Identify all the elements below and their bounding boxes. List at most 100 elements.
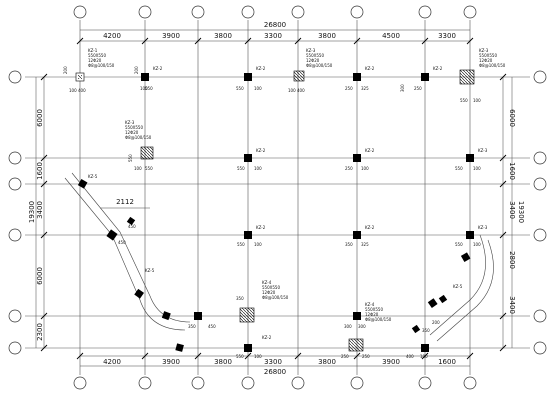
grid-bubble-top <box>191 5 205 19</box>
span-dim-bottom: 4200 <box>103 358 121 366</box>
column-label: KZ-2 <box>153 66 163 71</box>
grid-bubble-right <box>533 70 547 84</box>
grid-bubble-bottom <box>191 376 205 390</box>
column-kz-4 <box>348 338 364 352</box>
svg-text:550: 550 <box>237 242 245 247</box>
span-dim-top: 4200 <box>103 32 121 40</box>
grid-bubble-left <box>8 228 22 242</box>
column-label: KZ-3 <box>125 120 135 125</box>
detail-section: 550X550 <box>262 285 280 290</box>
span-dim-top: 3900 <box>162 32 180 40</box>
svg-text:550: 550 <box>237 166 245 171</box>
total-dim-right: 19300 <box>517 201 525 223</box>
column-kz-2 <box>353 312 361 320</box>
column-label: KZ-5 <box>145 268 155 273</box>
svg-text:450: 450 <box>208 324 216 329</box>
grid-bubble-left <box>8 341 22 355</box>
column-kz-2 <box>244 231 252 239</box>
grid-bubble-bottom <box>291 376 305 390</box>
grid-bubble-right <box>533 177 547 191</box>
column-kz-2 <box>244 344 252 352</box>
detail-stirrup: Φ8@100/150 <box>88 63 115 68</box>
detail-bars: 12Φ20 <box>365 312 379 317</box>
svg-text:250: 250 <box>345 86 353 91</box>
column-label: KZ-3 <box>479 48 489 53</box>
svg-text:550: 550 <box>460 98 468 103</box>
detail-bars: 12Φ20 <box>88 58 102 63</box>
column-kz-5 <box>460 252 471 262</box>
svg-text:300: 300 <box>400 84 405 92</box>
column-label: KZ-3 <box>478 225 488 230</box>
column-kz-2 <box>353 231 361 239</box>
svg-text:325: 325 <box>361 242 369 247</box>
detail-stirrup: Φ8@100/150 <box>306 63 333 68</box>
svg-text:350: 350 <box>236 296 244 301</box>
column-kz-5 <box>411 324 421 334</box>
column-label: KZ-2 <box>262 335 272 340</box>
column-labels: KZ-1 KZ-2 KZ-2 KZ-3 KZ-2 KZ-2 KZ-3 KZ-3 … <box>88 48 489 340</box>
span-dim-right: 2800 <box>508 251 516 269</box>
svg-text:350: 350 <box>345 242 353 247</box>
span-dim-right: 3400 <box>508 201 516 219</box>
grid-bubble-top <box>350 5 364 19</box>
span-dim-right: 3400 <box>508 296 516 314</box>
grid-bubble-left <box>8 309 22 323</box>
svg-text:100: 100 <box>134 166 142 171</box>
span-dim-left: 1600 <box>36 162 44 180</box>
svg-text:100: 100 <box>420 354 428 359</box>
svg-text:300: 300 <box>358 324 366 329</box>
grid-bubble-left <box>8 177 22 191</box>
svg-text:550: 550 <box>236 86 244 91</box>
span-dim-left: 3400 <box>36 201 44 219</box>
svg-text:325: 325 <box>361 86 369 91</box>
svg-text:100: 100 <box>473 242 481 247</box>
svg-text:250: 250 <box>341 354 349 359</box>
column-kz-3 <box>140 146 154 160</box>
span-dim-bottom: 3800 <box>318 358 336 366</box>
span-dim-left: 2300 <box>36 323 44 341</box>
column-kz-5 <box>77 179 88 189</box>
column-kz-3 <box>459 69 475 85</box>
dimension-lines <box>35 29 513 367</box>
svg-text:400: 400 <box>78 88 86 93</box>
detail-bars: 12Φ20 <box>306 58 320 63</box>
span-dim-bottom: 3800 <box>214 358 232 366</box>
svg-text:400: 400 <box>297 88 305 93</box>
column-kz-2 <box>466 231 474 239</box>
grid-lines <box>25 20 530 375</box>
column-kz-5 <box>175 343 184 352</box>
detail-section: 550X550 <box>88 53 106 58</box>
column-label: KZ-2 <box>365 66 375 71</box>
span-dim-left: 6000 <box>36 109 44 127</box>
detail-stirrup: Φ8@100/150 <box>365 317 392 322</box>
detail-stirrup: Φ8@100/150 <box>479 63 506 68</box>
svg-text:100: 100 <box>140 86 148 91</box>
column-kz-4 <box>239 307 255 323</box>
grid-bubble-bottom <box>418 376 432 390</box>
svg-text:350: 350 <box>188 324 196 329</box>
svg-text:250: 250 <box>414 86 422 91</box>
detail-stirrup: Φ8@100/150 <box>125 135 152 140</box>
grid-bubbles <box>8 5 547 390</box>
grid-bubble-left <box>8 70 22 84</box>
svg-text:550: 550 <box>145 166 153 171</box>
svg-text:550: 550 <box>128 154 133 162</box>
svg-text:550: 550 <box>236 354 244 359</box>
column-label: KZ-3 <box>478 148 488 153</box>
detail-stirrup: Φ8@100/150 <box>262 295 289 300</box>
detail-bars: 12Φ20 <box>479 58 493 63</box>
column-kz-5 <box>161 311 171 321</box>
column-offset-dims: 100 400 200 100 550 200 550 100 100 400 … <box>63 66 481 359</box>
grid-bubble-bottom <box>350 376 364 390</box>
column-label: KZ-5 <box>453 284 463 289</box>
column-kz-5 <box>106 229 118 241</box>
column-kz-2 <box>244 73 252 81</box>
svg-text:300: 300 <box>344 324 352 329</box>
grid-bubble-right <box>533 309 547 323</box>
grid-bubble-top <box>291 5 305 19</box>
columns <box>75 69 475 352</box>
span-dim-left: 6000 <box>36 267 44 285</box>
grid-bubble-top <box>73 5 87 19</box>
svg-text:450: 450 <box>128 224 136 229</box>
